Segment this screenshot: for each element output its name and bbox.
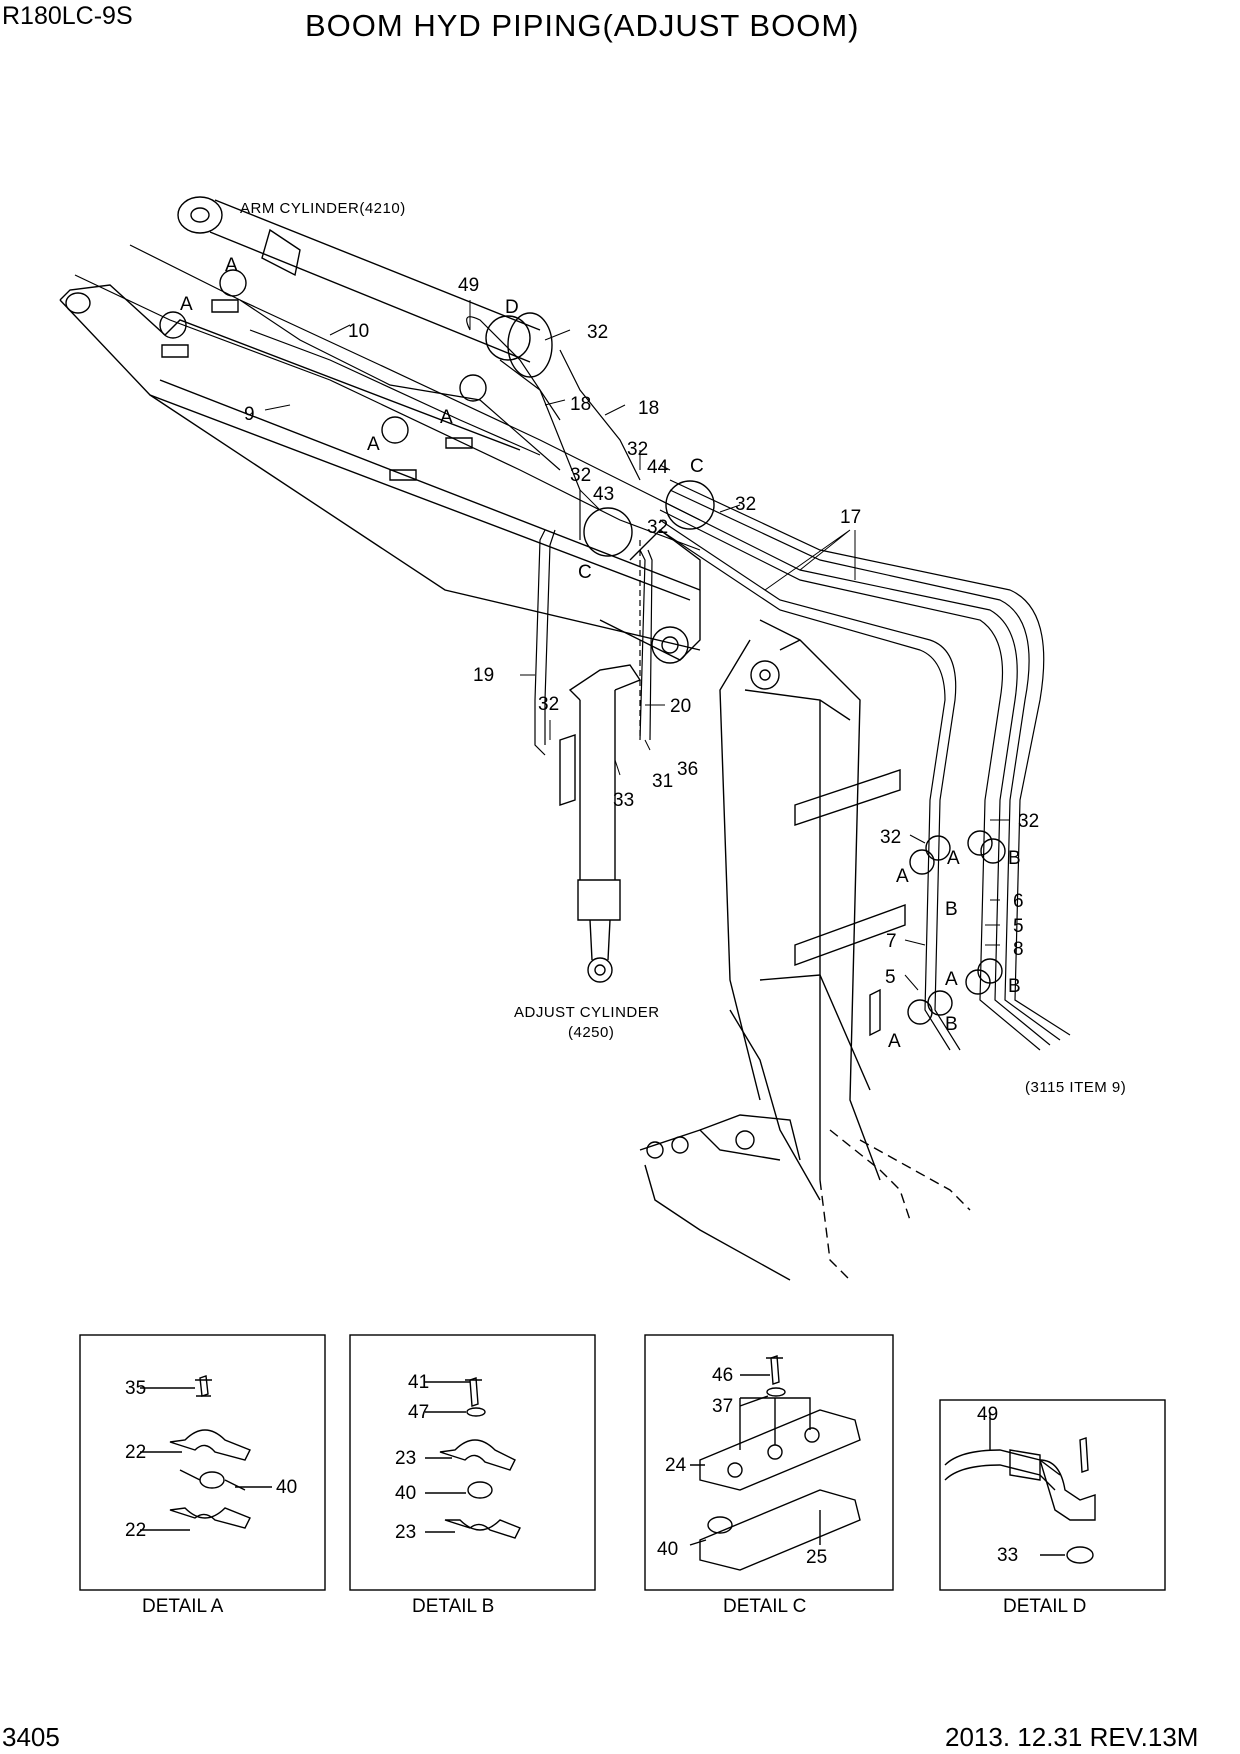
- part-label: 10: [348, 321, 369, 342]
- detail-b-caption: DETAIL B: [412, 1596, 494, 1617]
- detail-a-frame: [79, 1334, 326, 1591]
- part-label: 43: [593, 484, 614, 505]
- arm-cylinder-drawing: [177, 196, 553, 378]
- page-title: BOOM HYD PIPING(ADJUST BOOM): [305, 8, 860, 43]
- part-label: 36: [677, 759, 698, 780]
- part-number-labels: 49 D 32 10 A A 9 18 18 A A 32 44 C 32 43…: [180, 255, 1039, 1052]
- detail-a-label: 22: [125, 1442, 146, 1463]
- hose-lines: [74, 244, 1071, 1051]
- part-label: 5: [1013, 916, 1024, 937]
- part-label: 32: [538, 694, 559, 715]
- part-label: 32: [627, 439, 648, 460]
- detail-d-label: 49: [977, 1404, 998, 1425]
- part-label: 32: [570, 465, 591, 486]
- detail-c-label: 37: [712, 1396, 733, 1417]
- part-label: 32: [880, 827, 901, 848]
- part-label: A: [180, 294, 193, 315]
- part-label: A: [896, 866, 909, 887]
- arm-cylinder-label: ARM CYLINDER(4210): [240, 200, 406, 217]
- detail-b-label: 41: [408, 1372, 429, 1393]
- part-label: 33: [613, 790, 634, 811]
- part-label: 17: [840, 507, 861, 528]
- part-label: D: [505, 297, 519, 318]
- part-label: 5: [885, 967, 896, 988]
- detail-b-drawing: [425, 1377, 521, 1539]
- detail-b-label: 23: [395, 1448, 416, 1469]
- part-label: B: [1008, 848, 1021, 869]
- part-label: A: [888, 1031, 901, 1052]
- detail-d-drawing: [944, 1412, 1096, 1564]
- part-label: C: [578, 562, 592, 583]
- detail-callout-circles: [159, 269, 1006, 1025]
- part-label: 20: [670, 696, 691, 717]
- detail-b-label: 40: [395, 1483, 416, 1504]
- detail-d-frame: [939, 1399, 1166, 1591]
- part-label: 44: [647, 457, 669, 478]
- part-label: 32: [647, 517, 668, 538]
- detail-a-label: 40: [276, 1477, 297, 1498]
- part-label: 32: [587, 322, 608, 343]
- part-label: A: [367, 434, 380, 455]
- detail-c-drawing: [689, 1355, 861, 1571]
- detail-c-label: 24: [665, 1455, 687, 1476]
- detail-c-frame: [644, 1334, 894, 1591]
- revision-date: 2013. 12.31 REV.13M: [945, 1722, 1199, 1752]
- part-label: 31: [652, 771, 673, 792]
- part-label: 19: [473, 665, 494, 686]
- detail-c-label: 46: [712, 1365, 733, 1386]
- detail-b-frame: [349, 1334, 596, 1591]
- model-code: R180LC-9S: [2, 2, 133, 30]
- adjust-cylinder-label: ADJUST CYLINDER: [514, 1004, 660, 1021]
- part-label: 8: [1013, 939, 1024, 960]
- part-label: A: [440, 407, 453, 428]
- adjust-cylinder-drawing: [559, 664, 642, 983]
- detail-labels: 35 22 40 22 41 47 23 40 23 46 37 24 40 2…: [125, 1365, 1018, 1568]
- detail-b-label: 47: [408, 1402, 429, 1423]
- reference-item-label: (3115 ITEM 9): [1025, 1079, 1126, 1096]
- detail-c-label: 25: [806, 1547, 827, 1568]
- part-label: A: [225, 255, 238, 276]
- part-label: 32: [735, 494, 756, 515]
- detail-d-label: 33: [997, 1545, 1018, 1566]
- part-label: C: [690, 456, 704, 477]
- detail-d-caption: DETAIL D: [1003, 1596, 1086, 1617]
- part-label: 32: [1018, 811, 1039, 832]
- part-label: 18: [570, 394, 591, 415]
- detail-c-label: 40: [657, 1539, 678, 1560]
- detail-c-caption: DETAIL C: [723, 1596, 806, 1617]
- boom-structure: [59, 284, 971, 1281]
- part-label: A: [947, 848, 960, 869]
- detail-a-label: 35: [125, 1378, 146, 1399]
- part-label: A: [945, 969, 958, 990]
- adjust-cylinder-number: (4250): [568, 1024, 614, 1041]
- part-label: B: [945, 899, 958, 920]
- part-label: B: [945, 1014, 958, 1035]
- part-label: 49: [458, 275, 479, 296]
- part-label: 7: [886, 931, 897, 952]
- detail-a-caption: DETAIL A: [142, 1596, 224, 1617]
- clamp-brackets: [161, 299, 906, 1037]
- part-label: B: [1008, 976, 1021, 997]
- detail-a-drawing: [140, 1375, 272, 1531]
- part-label: 18: [638, 398, 659, 419]
- part-label: 6: [1013, 891, 1024, 912]
- part-label: 9: [244, 404, 255, 425]
- detail-b-label: 23: [395, 1522, 416, 1543]
- page-number: 3405: [2, 1722, 60, 1752]
- detail-a-label: 22: [125, 1520, 146, 1541]
- leader-lines: [264, 300, 1010, 991]
